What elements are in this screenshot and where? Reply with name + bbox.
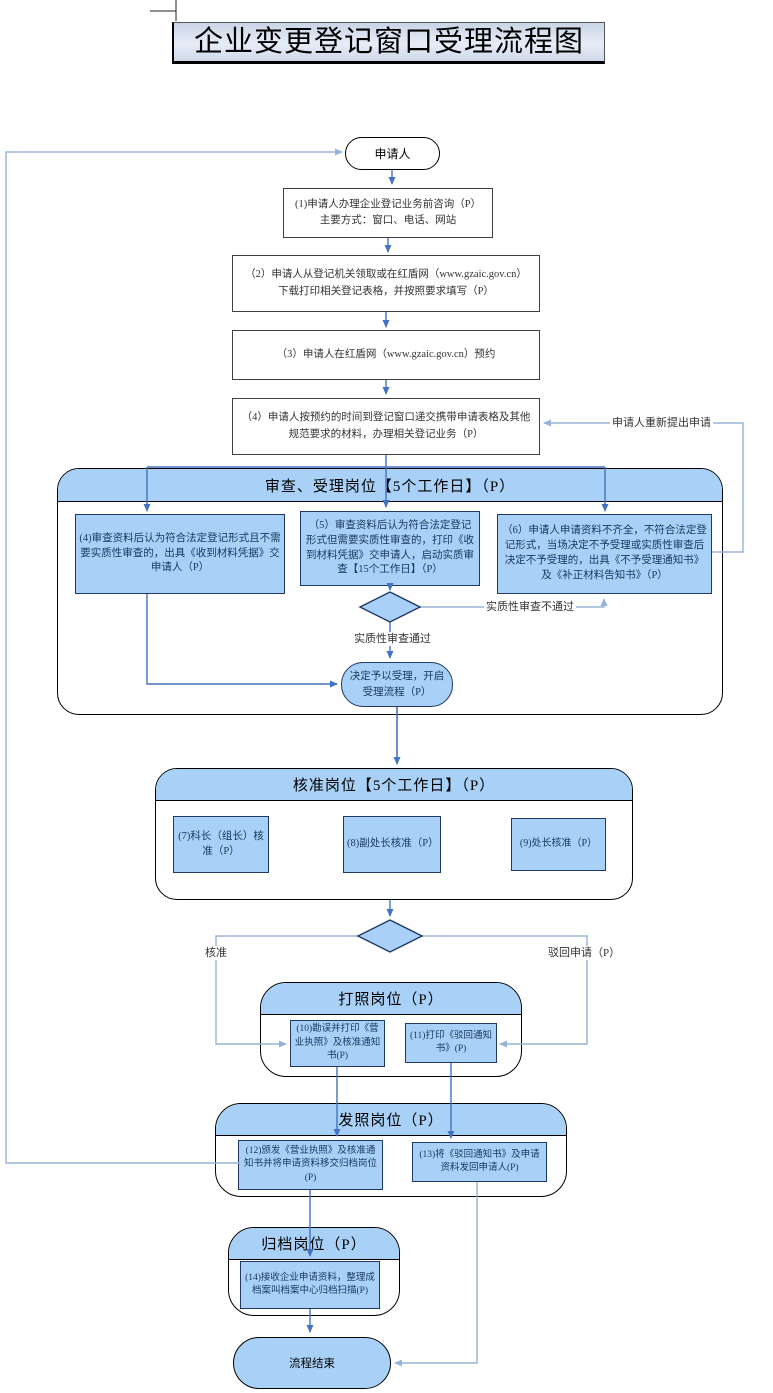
box-6-rejection-notice: （6）申请人申请资料不齐全，不符合法定登记形式，当场决定不予受理或实质性审查后决… xyxy=(497,514,712,594)
box-13-return-materials: (13)将《驳回通知书》及申请资料发回申请人(P) xyxy=(412,1142,547,1182)
label-reapply: 申请人重新提出申请 xyxy=(610,416,713,430)
box-10-print-license: (10)勘误并打印《营业执照》及核准通知书(P) xyxy=(290,1020,385,1067)
lane-approve-header: 核准岗位【5个工作日】（P） xyxy=(156,769,632,801)
step-box-2: （2）申请人从登记机关领取或在红盾网（www.gzaic.gov.cn）下载打印… xyxy=(232,255,540,312)
accept-oval: 决定予以受理，开启受理流程（P） xyxy=(341,662,453,707)
box-4-formal-review: (4)审查资料后认为符合法定登记形式且不需要实质性审查的，出具《收到材料凭据》交… xyxy=(75,514,285,594)
lane-issue-header: 发照岗位（P） xyxy=(216,1104,566,1136)
step-box-4: （4）申请人按预约的时间到登记窗口递交携带申请表格及其他规范要求的材料，办理相关… xyxy=(232,398,540,455)
lane-archive-header: 归档岗位（P） xyxy=(229,1228,399,1260)
title-anchor-marks xyxy=(150,0,177,21)
start-node-applicant: 申请人 xyxy=(345,137,440,170)
end-node: 流程结束 xyxy=(233,1337,391,1389)
box-11-print-rejection: (11)打印《驳回通知书》(P) xyxy=(405,1023,497,1063)
label-substantive-fail: 实质性审查不通过 xyxy=(484,600,576,614)
box-14-archive-scan: (14)接收企业申请资料，整理成档案叫档案中心归档扫描(P) xyxy=(240,1261,380,1309)
connector-box13-end xyxy=(394,1182,478,1367)
page-title: 企业变更登记窗口受理流程图 xyxy=(172,22,605,64)
lane-review-header: 审查、受理岗位【5个工作日】（P） xyxy=(58,469,722,502)
label-rejected: 驳回申请（P） xyxy=(546,946,623,960)
lane-print-header: 打照岗位（P） xyxy=(261,983,521,1015)
box-7-section-chief: (7)科长（组长）核准（P） xyxy=(173,816,269,873)
box-5-substantive-review: （5）审查资料后认为符合法定登记形式但需要实质性审查的，打印《收到材料凭据》交申… xyxy=(300,511,480,586)
label-approved: 核准 xyxy=(203,946,229,960)
box-8-deputy-director: (8)副处长核准（P） xyxy=(343,816,441,873)
step-box-1: (1)申请人办理企业登记业务前咨询（P） 主要方式：窗口、电话、网站 xyxy=(283,188,493,238)
box-12-issue-license: (12)颁发《营业执照》及核准通知书并将申请资料移交归档岗位(P) xyxy=(238,1140,383,1190)
label-substantive-pass: 实质性审查通过 xyxy=(352,632,433,646)
decision-diamond-approval xyxy=(356,919,424,953)
connector-step4-split xyxy=(147,455,605,468)
box-9-director: (9)处长核准（P） xyxy=(511,818,606,871)
step-box-3: （3）申请人在红盾网（www.gzaic.gov.cn）预约 xyxy=(232,330,540,380)
